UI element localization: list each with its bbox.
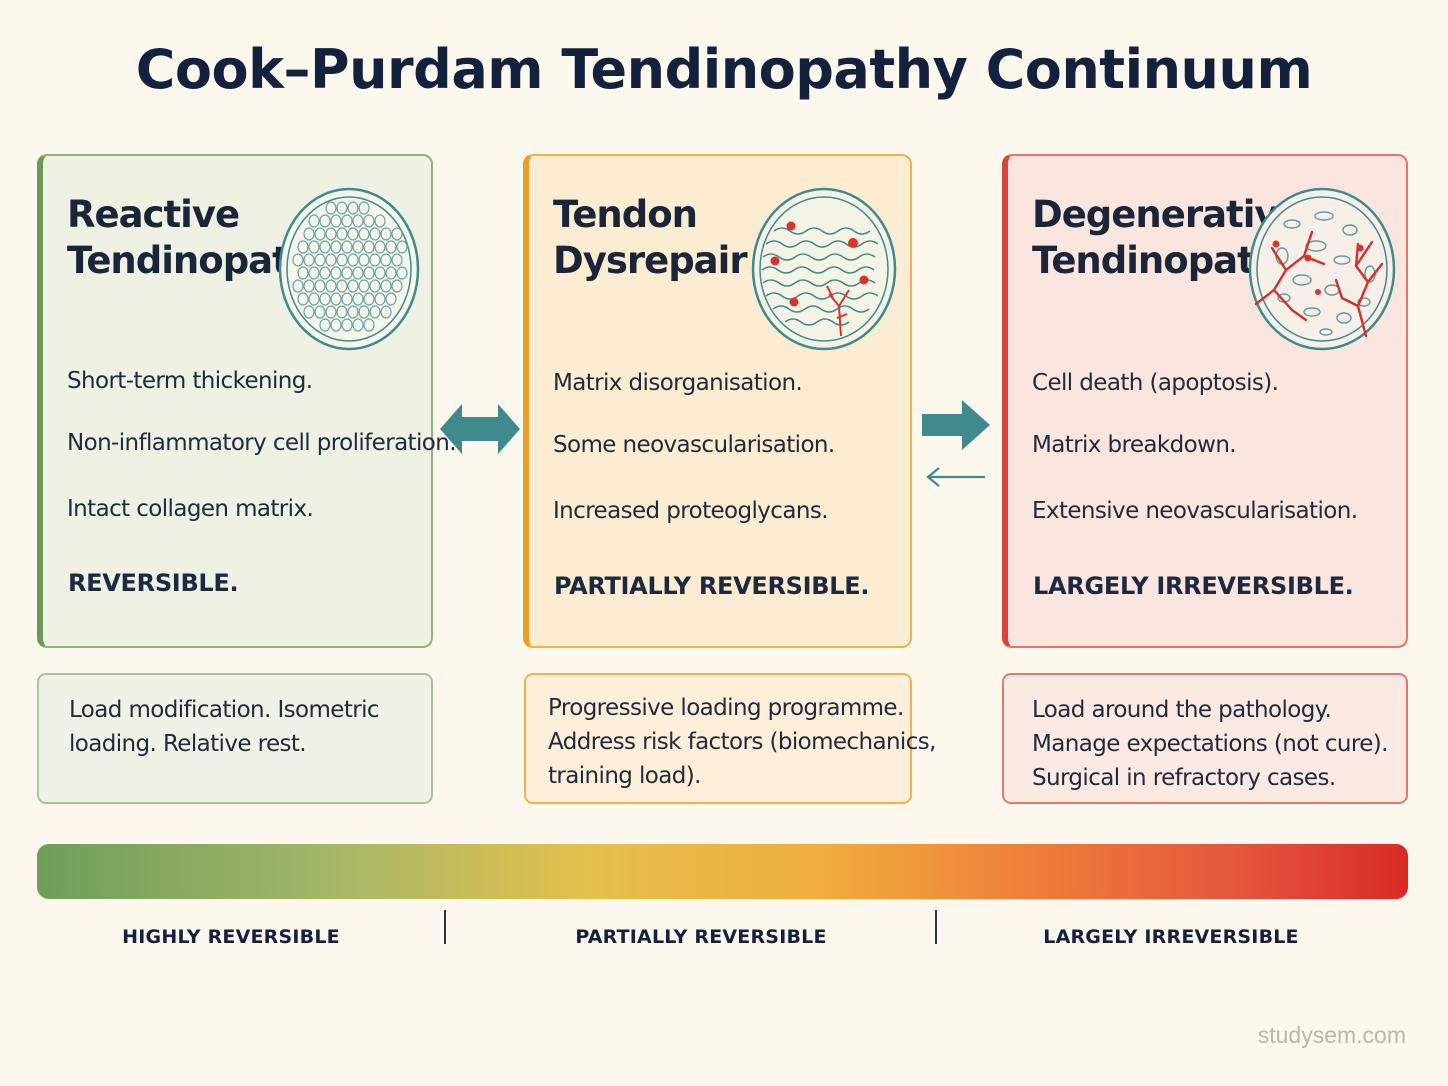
reversibility-verdict: REVERSIBLE.	[68, 569, 239, 597]
stage-card-reactive: Reactive Tendinopathy Short-term thicken…	[37, 154, 457, 648]
stage-card-degenerative: Degenerative Tendinopathy Cell death (ap…	[1002, 154, 1408, 648]
watermark: studysem.com	[1257, 1022, 1406, 1048]
management-box-degenerative: Load around the pathology. Manage expect…	[1002, 673, 1408, 804]
management-box-dysrepair: Progressive loading programme. Address r…	[524, 673, 936, 804]
management-box-reactive: Load modification. Isometric loading. Re…	[37, 673, 433, 804]
scale-divider	[444, 910, 446, 944]
reversibility-gradient-bar	[37, 844, 1408, 899]
stage-card-dysrepair: Tendon Dysrepair Matrix disorganisation.…	[523, 154, 912, 648]
page-title: Cook–Purdam Tendinopathy Continuum	[135, 38, 1313, 101]
tendon-cross-section-icon	[751, 187, 897, 351]
feature-text: Increased proteoglycans.	[553, 498, 829, 524]
management-line: training load).	[548, 763, 701, 789]
scale-label-largely-irreversible: LARGELY IRREVERSIBLE	[1043, 926, 1299, 948]
forward-arrow-icon	[922, 400, 990, 450]
feature-text: Cell death (apoptosis).	[1032, 370, 1279, 396]
management-line: Progressive loading programme.	[548, 695, 904, 721]
scale-label-partially-reversible: PARTIALLY REVERSIBLE	[575, 926, 827, 948]
stage-title: Tendon Dysrepair	[553, 192, 748, 284]
stage-title-line: Reactive	[67, 193, 240, 236]
feature-text: Some neovascularisation.	[553, 432, 835, 458]
reversibility-verdict: LARGELY IRREVERSIBLE.	[1033, 572, 1354, 600]
stage-title-line: Degenerative	[1032, 193, 1303, 236]
management-line: Manage expectations (not cure).	[1032, 731, 1388, 757]
scale-label-highly-reversible: HIGHLY REVERSIBLE	[122, 926, 340, 948]
back-arrow-icon	[926, 467, 985, 487]
bidirectional-arrow-icon	[440, 404, 520, 454]
feature-text: Matrix breakdown.	[1032, 432, 1237, 458]
reversibility-verdict: PARTIALLY REVERSIBLE.	[554, 572, 870, 600]
management-line: loading. Relative rest.	[69, 731, 307, 757]
stage-title-line: Tendon	[553, 193, 698, 236]
management-line: Load modification. Isometric	[69, 697, 380, 723]
stage-title-line: Dysrepair	[553, 239, 748, 282]
feature-text: Extensive neovascularisation.	[1032, 498, 1358, 524]
management-line: Address risk factors (biomechanics,	[548, 729, 936, 755]
tendon-cross-section-icon	[278, 187, 420, 351]
management-line: Surgical in refractory cases.	[1032, 765, 1336, 791]
feature-text: Matrix disorganisation.	[553, 370, 803, 396]
feature-text: Intact collagen matrix.	[67, 496, 314, 522]
scale-divider	[935, 910, 937, 944]
feature-text: Non-inflammatory cell proliferation.	[67, 430, 457, 456]
management-line: Load around the pathology.	[1032, 697, 1332, 723]
feature-text: Short-term thickening.	[67, 368, 313, 394]
tendon-cross-section-icon	[1248, 187, 1396, 351]
